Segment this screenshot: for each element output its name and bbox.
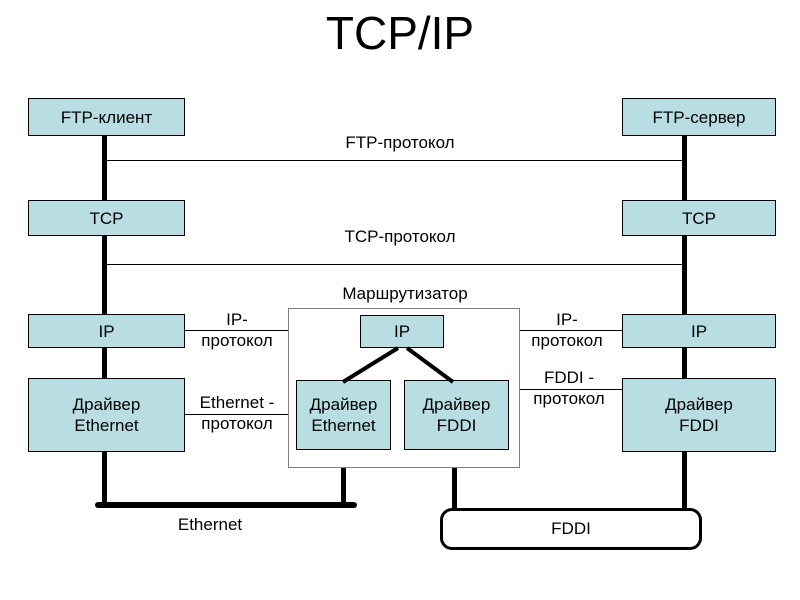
ip-protocol-label-right: IP-протокол	[531, 310, 603, 350]
router-node-driver-fddi: Драйвер FDDI	[404, 380, 509, 450]
node-driver-ethernet-left: Драйвер Ethernet	[28, 378, 185, 452]
ethernet-protocol-label: Ethernet - протокол	[199, 393, 275, 433]
fddi-network-label: FDDI	[551, 519, 591, 538]
page-title: TCP/IP	[325, 7, 475, 59]
ftp-protocol-label: FTP-протокол	[345, 133, 455, 152]
router-label: Маршрутизатор	[342, 284, 468, 303]
router-node-ip: IP	[360, 315, 444, 348]
node-tcp-left: TCP	[28, 200, 185, 236]
ethernet-bus-line	[95, 502, 357, 508]
node-ip-left: IP	[28, 314, 185, 348]
node-ftp-client: FTP-клиент	[28, 98, 185, 136]
node-ip-right: IP	[622, 314, 776, 348]
ftp-protocol-line	[104, 160, 684, 161]
fddi-protocol-line	[519, 389, 623, 390]
fddi-network-ring: FDDI	[440, 508, 702, 550]
node-tcp-right: TCP	[622, 200, 776, 236]
router-fddi-drop-line	[452, 448, 457, 510]
ethernet-protocol-line	[185, 414, 289, 415]
ip-protocol-line-right	[519, 330, 623, 331]
ip-protocol-label-left: IP-протокол	[201, 310, 273, 350]
tcp-protocol-label: TCP-протокол	[344, 227, 456, 246]
node-driver-fddi-right: Драйвер FDDI	[622, 378, 776, 452]
router-ethernet-drop-line	[341, 448, 346, 506]
router-node-driver-ethernet: Драйвер Ethernet	[296, 380, 391, 450]
node-ftp-server: FTP-сервер	[622, 98, 776, 136]
ethernet-network-label: Ethernet	[177, 515, 243, 534]
fddi-protocol-label: FDDI - протокол	[533, 368, 605, 408]
ip-protocol-line-left	[185, 330, 289, 331]
tcp-protocol-line	[104, 264, 684, 265]
